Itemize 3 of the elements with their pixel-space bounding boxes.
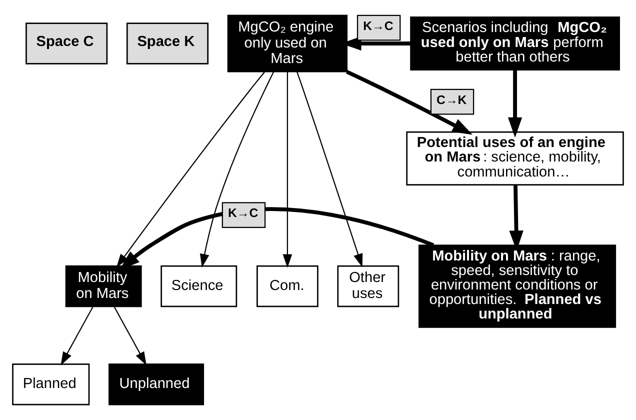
edge-label: C→K [436, 92, 467, 107]
edge-label: K→C [228, 206, 258, 220]
edge-label: K→C [363, 18, 394, 33]
